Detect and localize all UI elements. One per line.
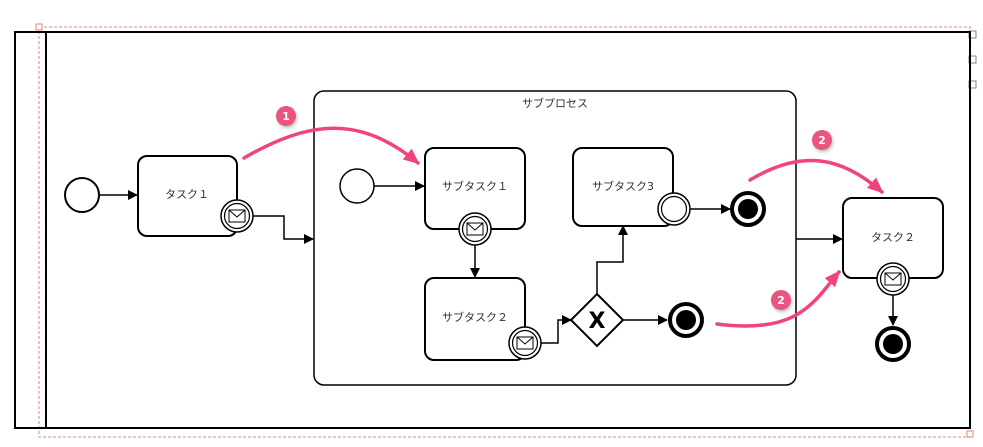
end-event-lower[interactable]	[668, 302, 704, 338]
start-event[interactable]	[64, 177, 100, 213]
sequence-flow-subtask2-gateway[interactable]	[541, 315, 572, 344]
end-event-upper[interactable]	[730, 191, 766, 227]
task-2[interactable]: タスク２	[842, 197, 944, 279]
annotation-arrow-2-lower	[715, 270, 841, 328]
subtask-3[interactable]: サブタスク3	[572, 147, 674, 227]
svg-text:2: 2	[818, 134, 826, 147]
subtask-2-label: サブタスク２	[442, 310, 508, 324]
subprocess-label: サブプロセス	[522, 96, 588, 110]
svg-text:2: 2	[777, 294, 785, 307]
message-boundary-event-subtask2[interactable]	[508, 326, 542, 360]
envelope-icon	[516, 336, 534, 350]
annotation-marker-2-lower: 2	[771, 290, 791, 310]
gateway-x-icon: X	[589, 309, 606, 334]
svg-text:1: 1	[282, 110, 290, 123]
subprocess[interactable]: サブプロセス	[313, 90, 797, 386]
envelope-icon	[884, 272, 902, 286]
task-2-label: タスク２	[871, 231, 915, 244]
message-boundary-event-task2[interactable]	[876, 262, 910, 296]
annotation-marker-2-upper: 2	[812, 130, 832, 150]
task-1-label: タスク１	[165, 188, 209, 201]
subtask-2[interactable]: サブタスク２	[424, 277, 526, 361]
annotation-arrow-2-upper	[748, 158, 884, 194]
annotation-marker-1: 1	[276, 106, 296, 126]
sequence-flow-task1-subprocess[interactable]	[253, 215, 314, 244]
message-boundary-event-task1[interactable]	[220, 199, 254, 233]
subtask-1-label: サブタスク１	[442, 179, 508, 193]
envelope-icon	[466, 222, 484, 236]
exclusive-gateway[interactable]: X	[569, 292, 625, 348]
boundary-event-subtask3[interactable]	[657, 192, 691, 226]
sequence-flow-gateway-subtask3[interactable]	[596, 225, 628, 294]
envelope-icon	[228, 209, 246, 223]
pool[interactable]	[14, 31, 971, 429]
annotation-arrow-1	[242, 126, 420, 165]
subprocess-start-event[interactable]	[339, 168, 375, 204]
task-1[interactable]: タスク１	[137, 155, 238, 237]
message-boundary-event-subtask1[interactable]	[458, 212, 492, 246]
subtask-3-label: サブタスク3	[592, 179, 654, 193]
end-event-task2[interactable]	[875, 326, 911, 362]
